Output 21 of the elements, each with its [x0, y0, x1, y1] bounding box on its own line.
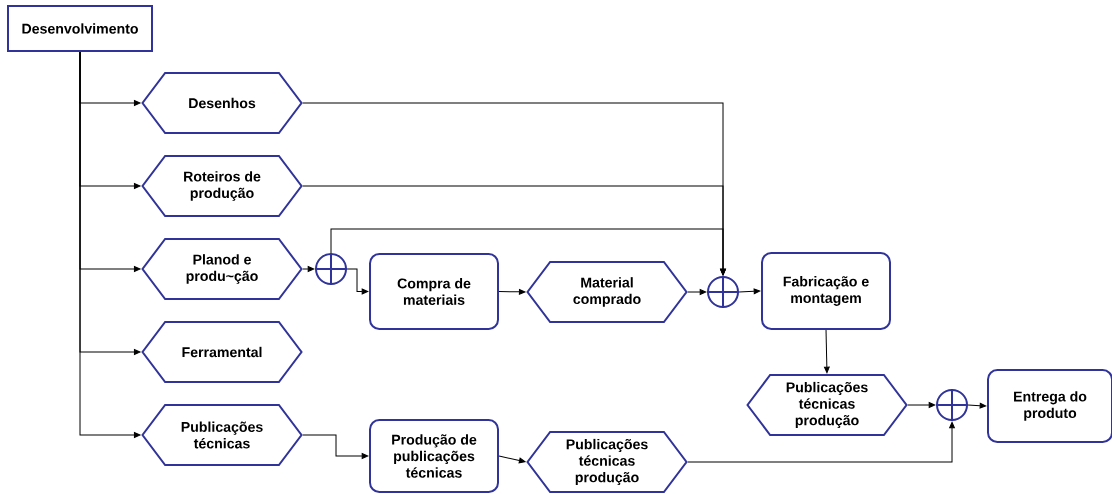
arrow: [907, 402, 936, 408]
arrow: [687, 289, 707, 295]
arrow: [738, 288, 761, 295]
process-box: Desenvolvimento: [7, 5, 153, 52]
arrow: [687, 421, 955, 463]
arrow: [79, 51, 141, 438]
process-box: Compra de materiais: [369, 253, 499, 330]
process-box: Entrega do produto: [987, 369, 1112, 443]
arrow: [824, 329, 830, 374]
arrow: [498, 289, 526, 295]
arrow: [302, 266, 315, 272]
arrow: [346, 268, 369, 295]
arrow: [498, 455, 526, 464]
junction-symbol: [314, 252, 348, 286]
arrow: [302, 434, 369, 459]
junction-symbol: [935, 388, 969, 422]
arrow: [967, 402, 987, 409]
process-box: Fabricação e montagem: [761, 252, 891, 330]
junction-symbol: [706, 275, 740, 309]
process-box: Produção de publicações técnicas: [369, 419, 499, 493]
arrow: [330, 228, 726, 276]
